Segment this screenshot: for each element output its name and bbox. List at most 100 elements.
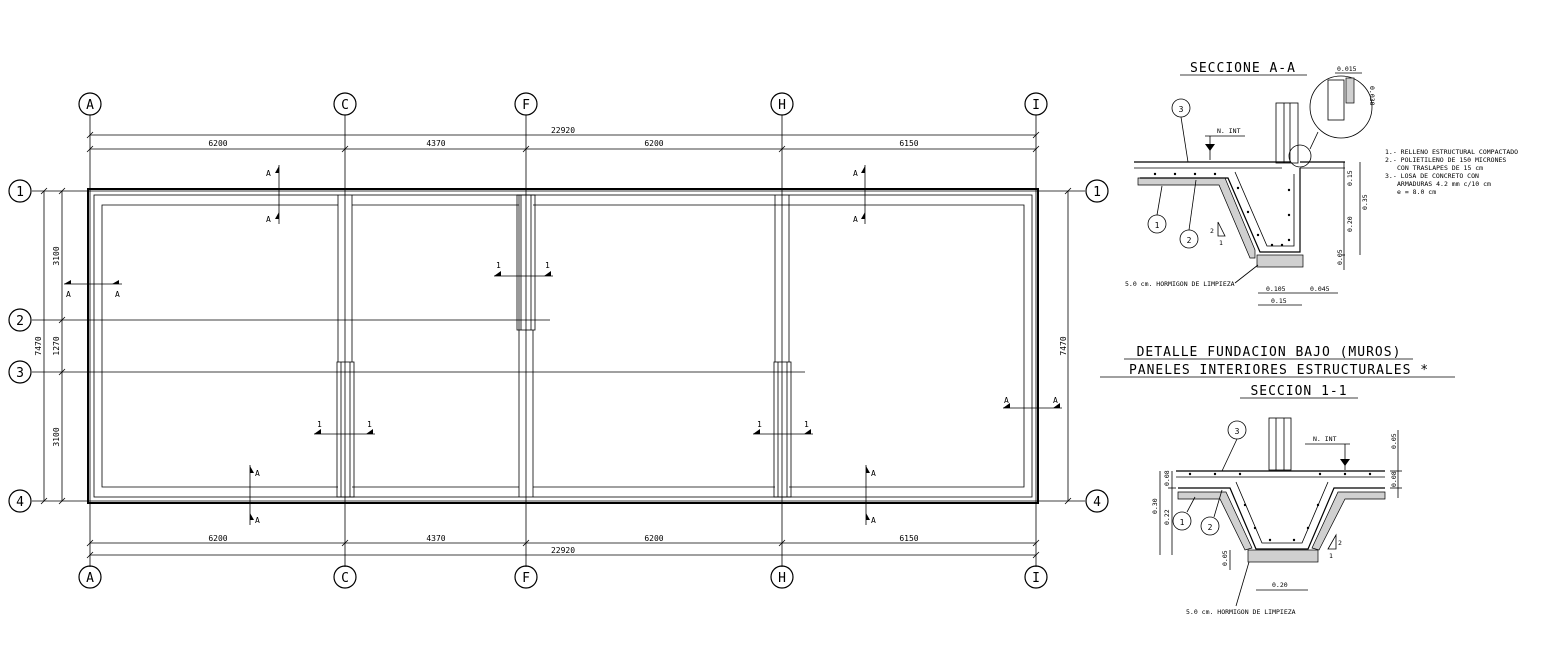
section-11-dim-left-total: 0.30 xyxy=(1151,498,1159,514)
section-11-bubble-2: 2 xyxy=(1208,523,1213,532)
section-arrow-icon xyxy=(494,271,501,276)
section-11-slope-h: 1 xyxy=(1329,552,1333,560)
section-aa-bubble-2: 2 xyxy=(1187,236,1192,245)
foundation-plan: A C F H I A C F H I 1 2 xyxy=(8,92,1109,589)
section-aa-lean-concrete: 5.0 cm. HORMIGON DE LIMPIEZA xyxy=(1125,280,1235,288)
dim-span-left-3: 3100 xyxy=(52,427,61,446)
grid-bubbles-bottom: A C F H I xyxy=(78,565,1048,589)
grid-label-h-top: H xyxy=(778,98,786,113)
section-11-bubble-3: 3 xyxy=(1235,427,1240,436)
grid-label-3-left: 3 xyxy=(16,366,24,381)
section-arrow-icon xyxy=(804,429,811,434)
section-aa-level-label: N. INT xyxy=(1217,127,1241,135)
section-mark-1: 1 xyxy=(757,420,762,429)
grid-label-4-left: 4 xyxy=(16,495,24,510)
dim-span-top-2: 4370 xyxy=(426,139,445,148)
section-aa-dim-h4: 0.05 xyxy=(1336,249,1344,265)
dim-overall-top: 22920 xyxy=(551,126,575,135)
section-arrow-icon xyxy=(544,271,551,276)
section-11-detail: N. INT 3 1 2 2 1 0.30 0.08 0.22 0.05 0.0… xyxy=(1151,417,1402,616)
grid-bubbles-left: 1 2 3 4 xyxy=(8,179,32,513)
section-mark-a: A xyxy=(255,516,260,525)
section-arrow-icon xyxy=(753,429,760,434)
section-aa-notes: 1.- RELLENO ESTRUCTURAL COMPACTADO 2.- P… xyxy=(1385,148,1518,196)
section-mark-a: A xyxy=(66,290,71,299)
section-mark-a: A xyxy=(853,215,858,224)
section-aa-detail: SECCIONE A-A N. INT 3 xyxy=(1125,61,1518,306)
section-11-slope-v: 2 xyxy=(1338,539,1342,547)
section-arrow-icon xyxy=(275,212,279,219)
section-mark-a: A xyxy=(853,169,858,178)
section-arrow-icon xyxy=(861,212,865,219)
section-arrow-icon xyxy=(861,166,865,173)
section-arrow-icon xyxy=(250,513,254,520)
dim-span-bottom-2: 4370 xyxy=(426,534,445,543)
section-arrow-icon xyxy=(112,280,119,284)
note-line: 2.- POLIETILENO DE 150 MICRONES xyxy=(1385,156,1506,164)
dimensions-top: 22920 6200 4370 6200 6150 xyxy=(86,126,1040,153)
section-11-dim-top: 0.05 xyxy=(1390,433,1398,449)
section-mark-a: A xyxy=(871,516,876,525)
dim-span-bottom-3: 6200 xyxy=(644,534,663,543)
perimeter-foundation xyxy=(87,188,1039,504)
section-arrow-icon xyxy=(366,429,373,434)
section-mark-1: 1 xyxy=(367,420,372,429)
section-aa-slope-v: 2 xyxy=(1210,227,1214,235)
grid-label-f-top: F xyxy=(522,98,530,113)
section-11-level-label: N. INT xyxy=(1313,435,1337,443)
grid-label-1-left: 1 xyxy=(16,185,24,200)
section-aa-dim-h3: 0.35 xyxy=(1361,194,1369,210)
grid-label-c-top: C xyxy=(341,98,349,113)
dim-span-bottom-1: 6200 xyxy=(208,534,227,543)
section-mark-1: 1 xyxy=(496,261,501,270)
grid-label-4-right: 4 xyxy=(1093,495,1101,510)
grid-label-h-bottom: H xyxy=(778,571,786,586)
section-aa-dim-d2: 0.030 xyxy=(1368,86,1376,106)
section-mark-1: 1 xyxy=(317,420,322,429)
grid-label-2-left: 2 xyxy=(16,314,24,329)
dimensions-bottom: 6200 4370 6200 6150 22920 xyxy=(86,534,1040,559)
section-aa-dim-h2: 0.20 xyxy=(1346,216,1354,232)
grid-label-1-right: 1 xyxy=(1093,185,1101,200)
section-aa-slope-h: 1 xyxy=(1219,239,1223,247)
grid-lines xyxy=(32,115,1085,567)
note-line: 3.- LOSA DE CONCRETO CON xyxy=(1385,172,1479,180)
grid-label-a-top: A xyxy=(86,98,94,113)
section-aa-dim-w3: 0.15 xyxy=(1271,297,1287,305)
section-11-bubble-1: 1 xyxy=(1180,518,1185,527)
dimensions-left: 7470 3100 1270 3100 xyxy=(34,187,66,505)
section-11-dim-left-a: 0.08 xyxy=(1163,470,1171,486)
dim-span-bottom-4: 6150 xyxy=(899,534,918,543)
section-mark-a: A xyxy=(255,469,260,478)
section-arrow-icon xyxy=(275,166,279,173)
section-arrow-icon xyxy=(64,280,71,284)
section-arrow-icon xyxy=(866,513,870,520)
dim-overall-left: 7470 xyxy=(34,336,43,355)
section-11-lean-concrete: 5.0 cm. HORMIGON DE LIMPIEZA xyxy=(1186,608,1296,616)
section-aa-bubble-1: 1 xyxy=(1155,221,1160,230)
section-arrow-icon xyxy=(314,429,321,434)
section-11-dim-left-b: 0.22 xyxy=(1163,509,1171,525)
detail-titles: DETALLE FUNDACION BAJO (MUROS) PANELES I… xyxy=(1100,345,1455,399)
grid-label-i-bottom: I xyxy=(1032,571,1040,586)
section-arrow-icon xyxy=(866,466,870,473)
section-11-dim-bottom-h: 0.05 xyxy=(1221,550,1229,566)
note-line: ARMADURAS 4.2 mm c/10 cm xyxy=(1397,180,1491,188)
section-marks: A A A A A A 1 1 1 1 xyxy=(64,165,1062,525)
section-11-title: SECCION 1-1 xyxy=(1250,384,1347,399)
dim-span-top-3: 6200 xyxy=(644,139,663,148)
grid-label-c-bottom: C xyxy=(341,571,349,586)
grid-label-i-top: I xyxy=(1032,98,1040,113)
dim-span-top-1: 6200 xyxy=(208,139,227,148)
section-11-dim-bottom-w: 0.20 xyxy=(1272,581,1288,589)
section-mark-a: A xyxy=(115,290,120,299)
section-mark-a: A xyxy=(1053,396,1058,405)
dim-span-left-2: 1270 xyxy=(52,336,61,355)
section-mark-1: 1 xyxy=(545,261,550,270)
note-line: CON TRASLAPES DE 15 cm xyxy=(1397,164,1483,172)
grid-bubbles-top: A C F H I xyxy=(78,92,1048,116)
section-aa-dim-w1: 0.105 xyxy=(1266,285,1286,293)
section-mark-a: A xyxy=(871,469,876,478)
dimensions-right: 7470 xyxy=(1059,187,1072,505)
